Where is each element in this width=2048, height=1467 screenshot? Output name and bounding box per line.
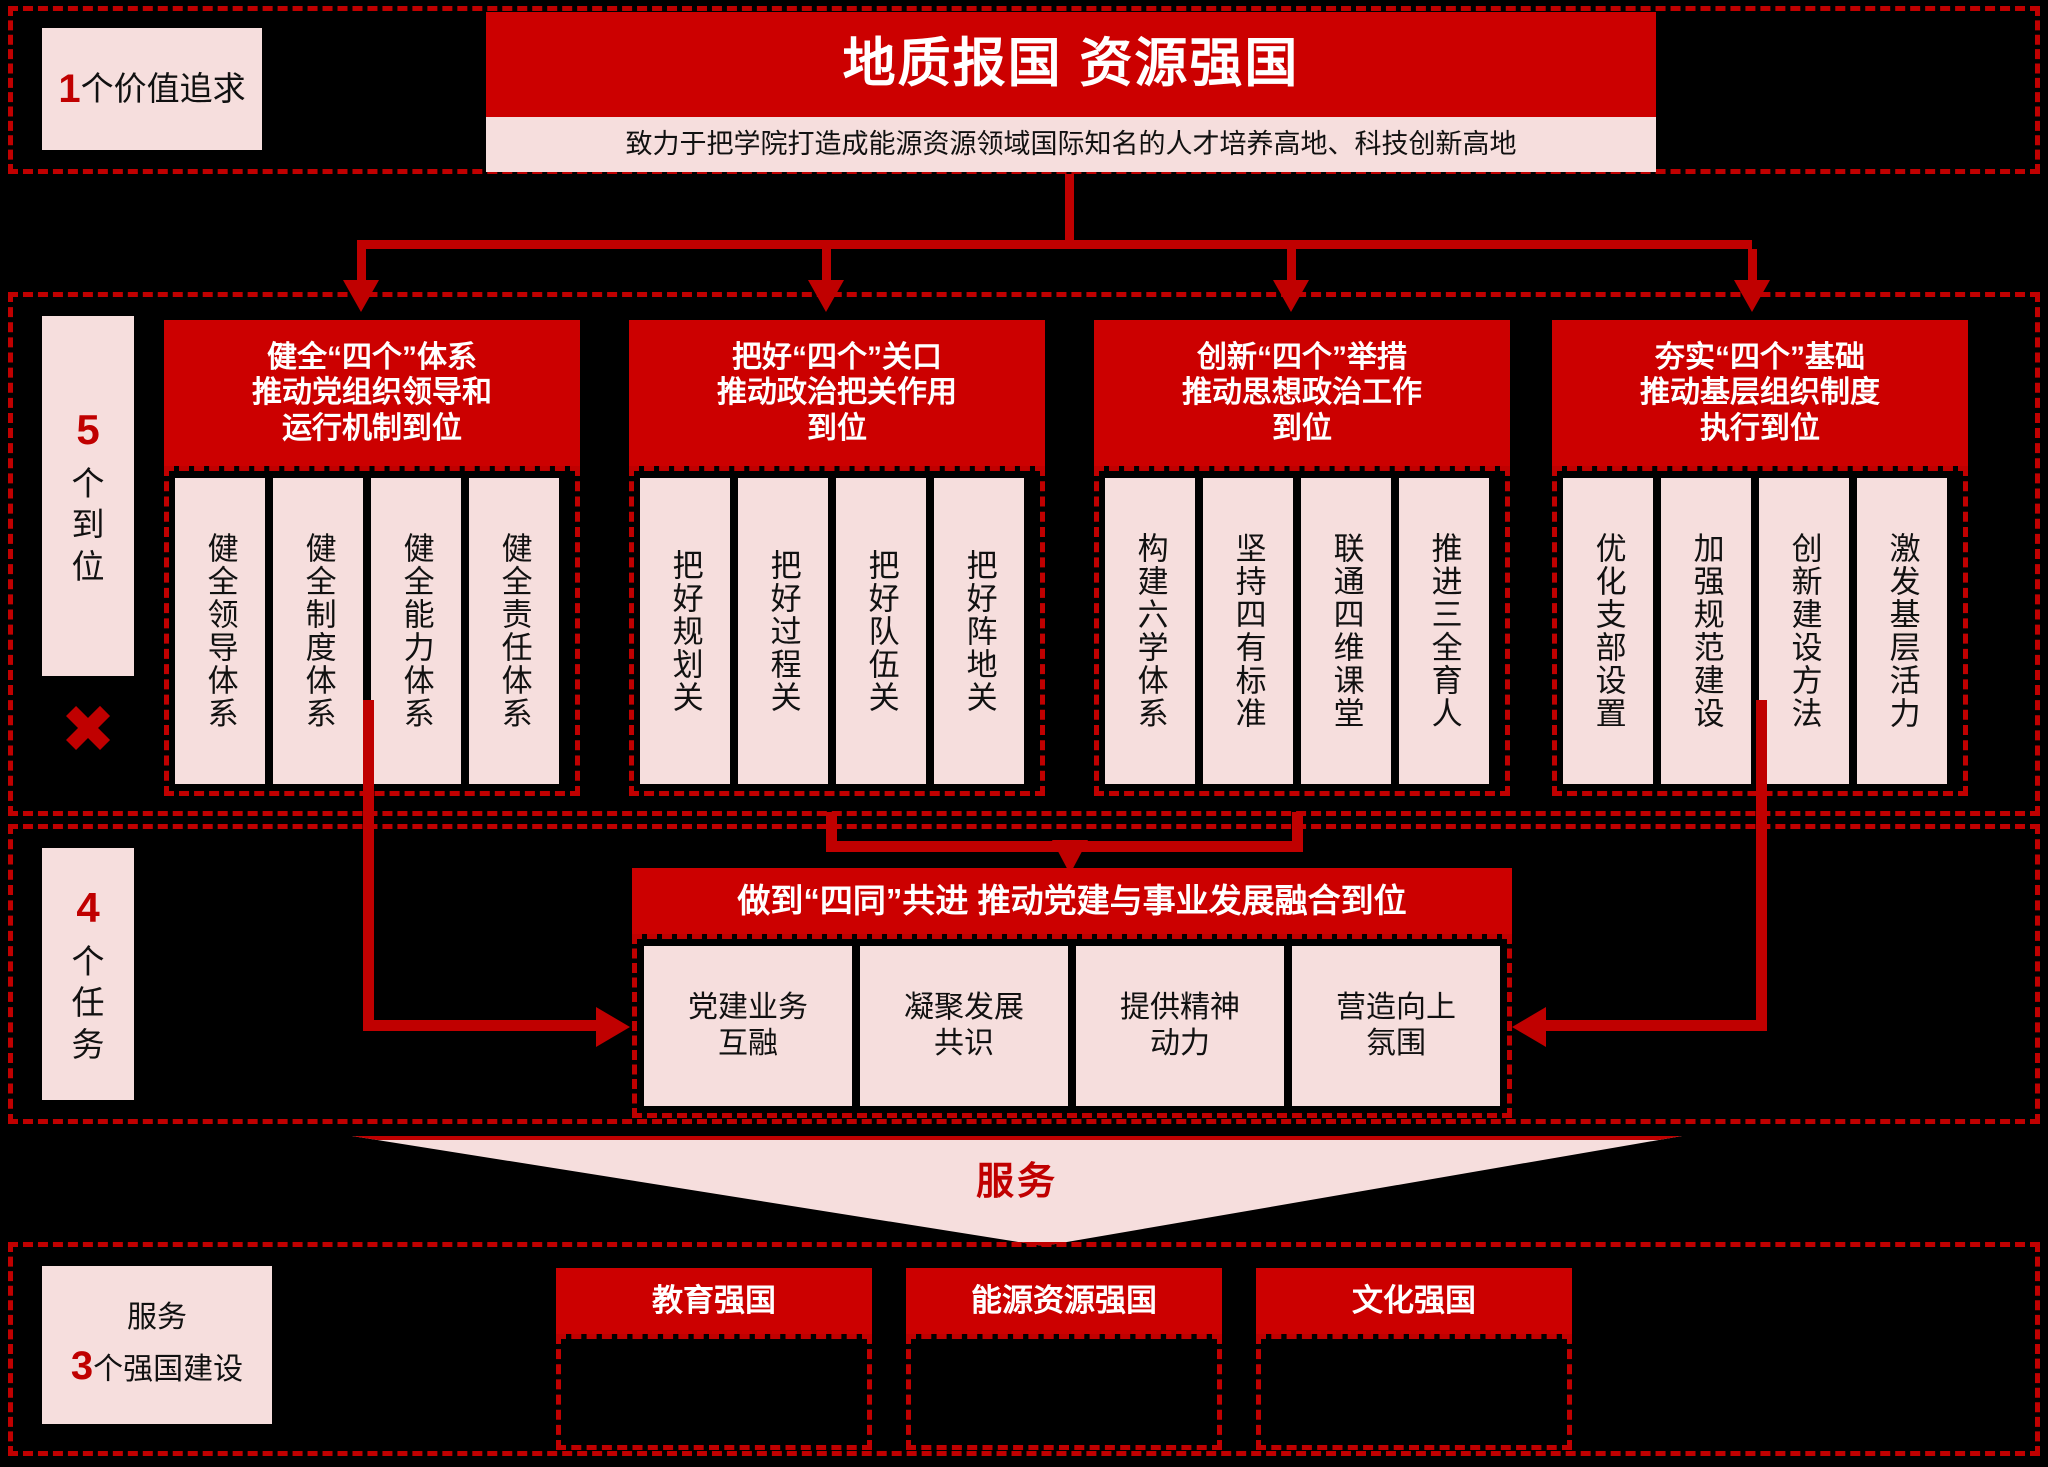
- label-five-char-0: 个: [71, 464, 105, 502]
- mid-item-0: 党建业务 互融: [644, 946, 852, 1106]
- group-2-item-1: 把好过程关: [738, 478, 828, 784]
- connector-right-feed-vertical: [1756, 700, 1767, 1030]
- mid-item-1: 凝聚发展 共识: [860, 946, 1068, 1106]
- connector-mid-left-horizontal: [826, 841, 1066, 852]
- group-1-item-1: 健全制度体系: [273, 478, 363, 784]
- group-3-item-1: 坚持四有标准: [1203, 478, 1293, 784]
- arrow-right-feed: [1512, 1007, 1546, 1047]
- arrow-left-feed: [596, 1007, 630, 1047]
- label-three-number: 3: [70, 1344, 94, 1388]
- band-three-nations: [8, 1242, 2040, 1456]
- label-value-number: 1: [58, 67, 81, 111]
- connector-branch-4: [1748, 249, 1757, 287]
- group-4-item-3: 激发基层活力: [1857, 478, 1947, 784]
- label-three-text: 个强国建设: [93, 1353, 244, 1386]
- label-five-char-2: 位: [71, 547, 105, 585]
- connector-left-feed-horizontal: [363, 1020, 600, 1031]
- band-four-tasks: [8, 824, 2040, 1124]
- label-five-number: 5: [76, 406, 100, 454]
- connector-mid-right-horizontal: [1066, 841, 1303, 852]
- group-3-item-3: 推进三全育人: [1399, 478, 1489, 784]
- connector-branch-3: [1287, 249, 1296, 287]
- service-chevron: 服务: [352, 1136, 1682, 1246]
- nation-frame-2: [1256, 1334, 1572, 1450]
- nation-frame-0: [556, 1334, 872, 1450]
- group-2-item-2: 把好队伍关: [836, 478, 926, 784]
- connector-trunk-horizontal: [357, 240, 1752, 249]
- group-header-2: 把好“四个”关口 推动政治把关作用 到位: [629, 320, 1045, 466]
- group-header-3: 创新“四个”举措 推动思想政治工作 到位: [1094, 320, 1510, 466]
- label-four-tasks: 4 个 任 务: [42, 848, 134, 1100]
- page-subtitle: 致力于把学院打造成能源资源领域国际知名的人才培养高地、科技创新高地: [486, 117, 1656, 172]
- label-value-text: 个价值追求: [80, 70, 246, 108]
- group-items-frame-3: [1094, 466, 1510, 796]
- connector-trunk-vertical: [1065, 174, 1074, 240]
- label-four-char-1: 任: [71, 984, 105, 1022]
- group-header-4: 夯实“四个”基础 推动基层组织制度 执行到位: [1552, 320, 1968, 466]
- mid-item-2: 提供精神 动力: [1076, 946, 1284, 1106]
- group-items-frame-2: [629, 466, 1045, 796]
- multiply-icon: ✖: [60, 691, 116, 766]
- group-1-item-3: 健全责任体系: [469, 478, 559, 784]
- connector-right-feed-horizontal: [1545, 1020, 1767, 1031]
- mid-section-frame: [632, 934, 1512, 1118]
- nation-header-2: 文化强国: [1256, 1268, 1572, 1334]
- mid-section-header: 做到“四同”共进 推动党建与事业发展融合到位: [632, 868, 1512, 934]
- label-four-char-2: 务: [71, 1025, 105, 1063]
- group-header-1: 健全“四个”体系 推动党组织领导和 运行机制到位: [164, 320, 580, 466]
- group-2-item-0: 把好规划关: [640, 478, 730, 784]
- connector-left-feed-vertical: [363, 700, 374, 1030]
- group-1-item-2: 健全能力体系: [371, 478, 461, 784]
- label-four-number: 4: [76, 884, 100, 932]
- page-title: 地质报国 资源强国: [486, 12, 1656, 117]
- mid-item-3: 营造向上 氛围: [1292, 946, 1500, 1106]
- group-3-item-2: 联通四维课堂: [1301, 478, 1391, 784]
- label-five-char-1: 到: [71, 506, 105, 544]
- group-1-item-0: 健全领导体系: [175, 478, 265, 784]
- band-five-daowei: [8, 292, 2040, 816]
- group-4-item-2: 创新建设方法: [1759, 478, 1849, 784]
- nation-frame-1: [906, 1334, 1222, 1450]
- connector-mid-left-vertical: [826, 812, 837, 852]
- nation-header-0: 教育强国: [556, 1268, 872, 1334]
- label-three-line1: 服务: [127, 1301, 187, 1334]
- group-3-item-0: 构建六学体系: [1105, 478, 1195, 784]
- group-2-item-3: 把好阵地关: [934, 478, 1024, 784]
- connector-mid-right-vertical: [1292, 812, 1303, 852]
- label-four-char-0: 个: [71, 942, 105, 980]
- group-4-item-0: 优化支部设置: [1563, 478, 1653, 784]
- connector-branch-2: [822, 249, 831, 287]
- label-five-daowei: 5 个 到 位: [42, 316, 134, 676]
- nation-header-1: 能源资源强国: [906, 1268, 1222, 1334]
- connector-branch-1: [357, 249, 366, 287]
- group-4-item-1: 加强规范建设: [1661, 478, 1751, 784]
- service-label: 服务: [975, 1161, 1058, 1203]
